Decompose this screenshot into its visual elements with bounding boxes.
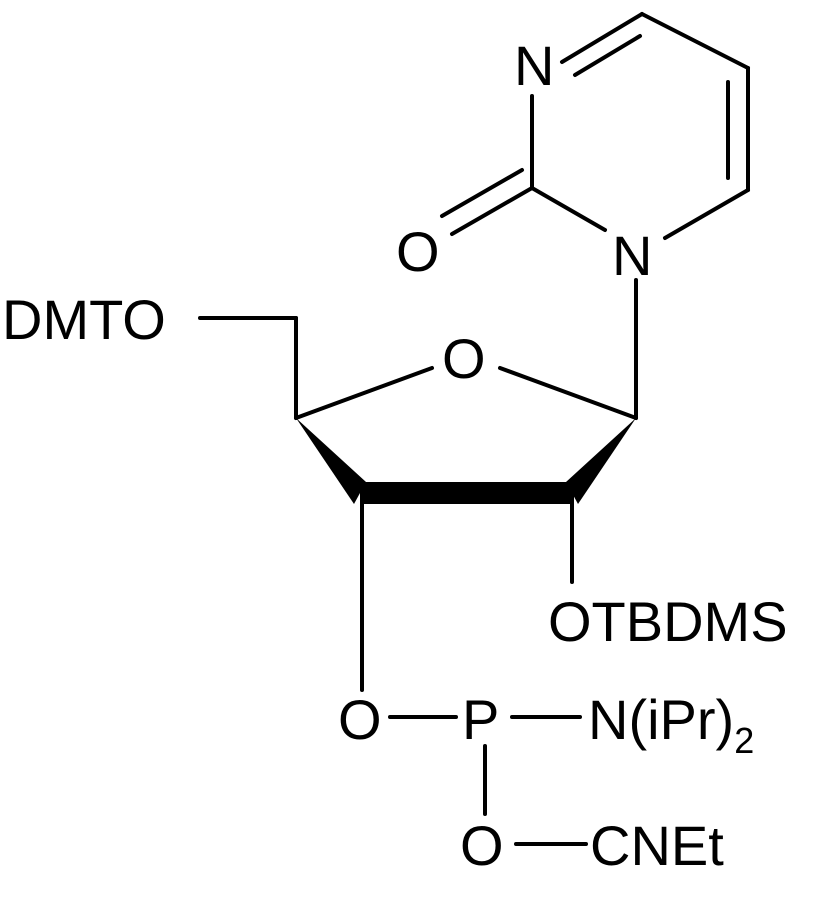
bold-c3prime-c2prime (360, 482, 572, 504)
bond-c2-o-double (440, 168, 524, 218)
bond-c1prime-o4prime (498, 366, 638, 420)
atom-lower-o: O (460, 814, 504, 877)
wedge-c1prime-c2prime (566, 418, 636, 504)
atom-ring-o: O (442, 327, 486, 390)
bond-o4prime-c4prime (294, 366, 434, 420)
bond-n3-c4 (560, 12, 644, 64)
atom-phosphorus: P (462, 688, 500, 751)
atom-n3: N (514, 34, 555, 97)
atom-phosphite-o: O (338, 688, 382, 751)
amine-label: N(iPr) (588, 688, 735, 751)
bond-n1-c2 (530, 186, 607, 232)
group-dmto: DMTO (2, 288, 166, 351)
bond-c2-o (450, 186, 534, 236)
group-diisopropylamino: N(iPr)2 (588, 692, 754, 762)
bond-c6-n1 (663, 188, 750, 240)
group-otbdms: OTBDMS (548, 590, 788, 653)
group-cnet: CNEt (590, 814, 724, 877)
bond-n3-c4-double (573, 34, 642, 77)
atom-n1: N (612, 224, 653, 287)
bond-c4-c5 (640, 12, 750, 70)
atom-carbonyl-o: O (396, 220, 440, 283)
amine-subscript: 2 (734, 720, 755, 761)
wedge-c4prime-c3prime (296, 418, 366, 504)
